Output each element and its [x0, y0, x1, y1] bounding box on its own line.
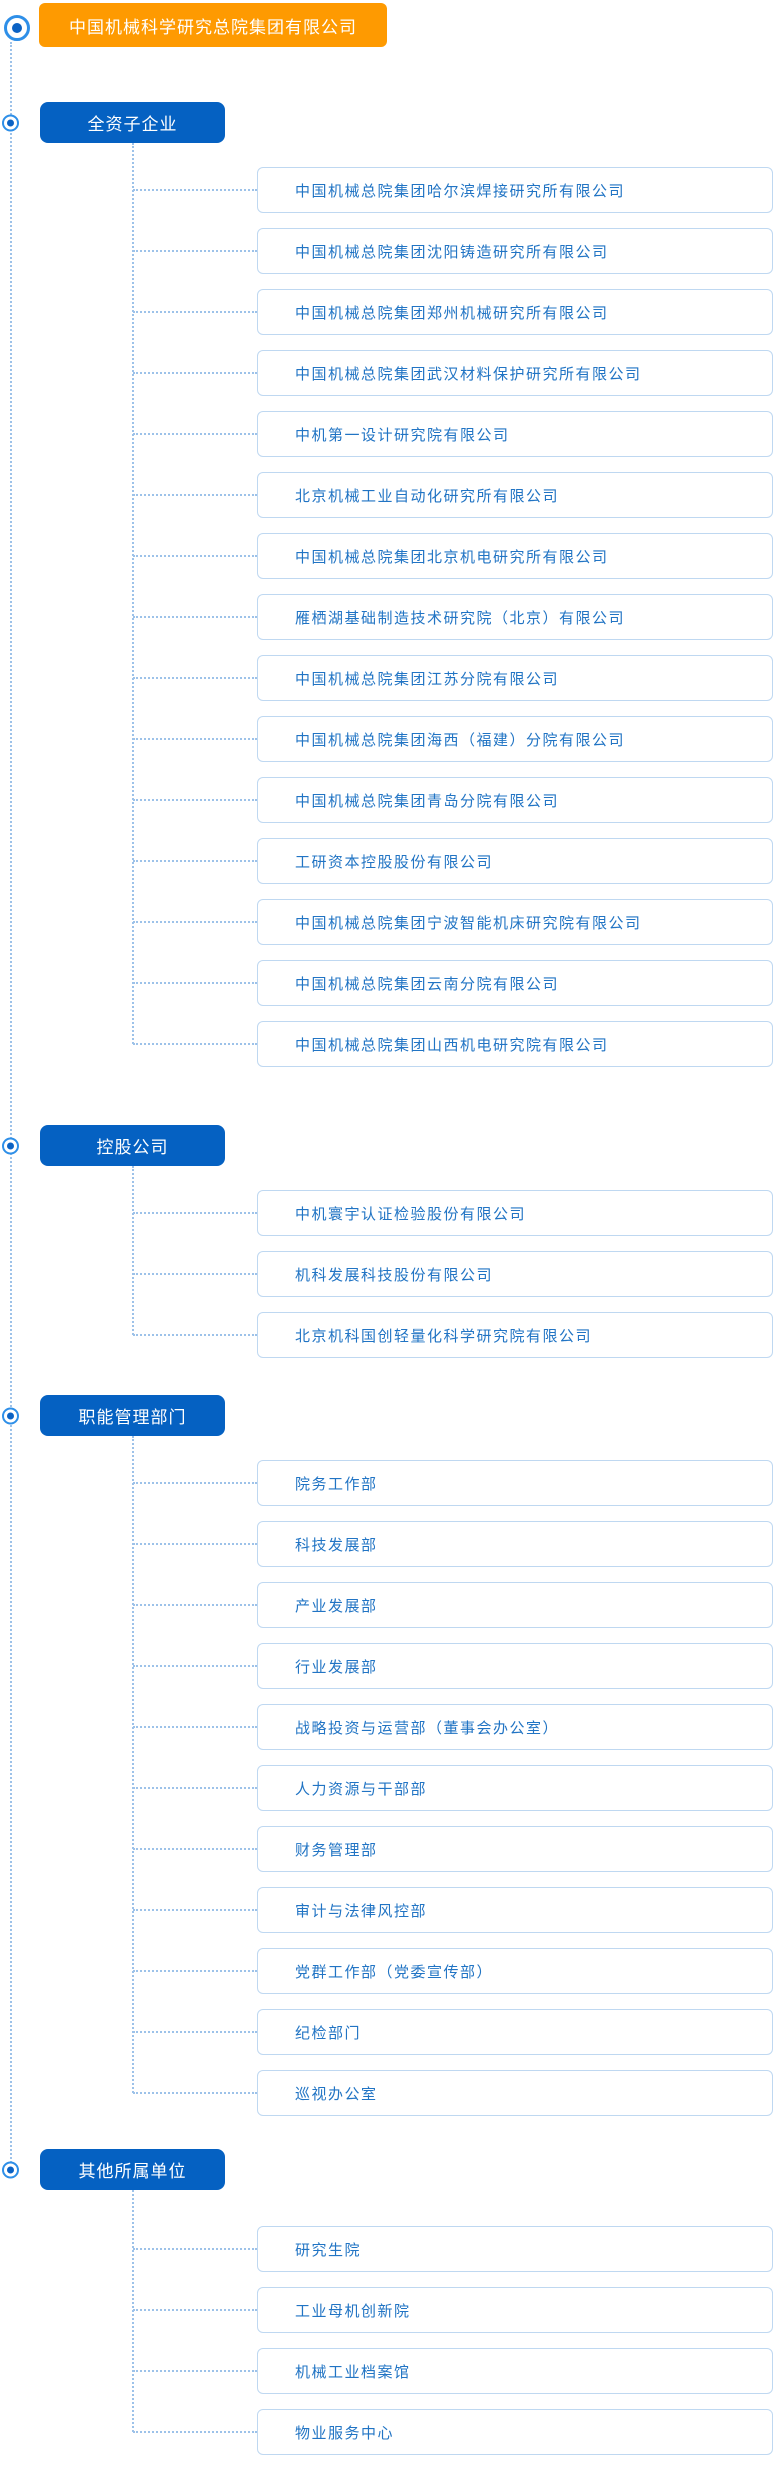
org-item-row: 巡视办公室 [133, 2070, 779, 2116]
radio-dot-inner [7, 2166, 14, 2173]
org-item-row: 中机第一设计研究院有限公司 [133, 411, 779, 457]
org-item-label: 党群工作部（党委宣传部） [257, 1948, 773, 1994]
org-item-label: 战略投资与运营部（董事会办公室） [257, 1704, 773, 1750]
section-header-row: 控股公司 [0, 1125, 779, 1166]
radio-dot-inner [7, 1142, 14, 1149]
org-item-label: 物业服务中心 [257, 2409, 773, 2455]
org-item-label: 北京机科国创轻量化科学研究院有限公司 [257, 1312, 773, 1358]
org-item-label: 中国机械总院集团山西机电研究院有限公司 [257, 1021, 773, 1067]
org-item-label: 雁栖湖基础制造技术研究院（北京）有限公司 [257, 594, 773, 640]
org-item-label: 北京机械工业自动化研究所有限公司 [257, 472, 773, 518]
org-item-row: 中国机械总院集团哈尔滨焊接研究所有限公司 [133, 167, 779, 213]
org-item-row: 审计与法律风控部 [133, 1887, 779, 1933]
org-item-label: 院务工作部 [257, 1460, 773, 1506]
org-item-label: 产业发展部 [257, 1582, 773, 1628]
radio-dot-inner [7, 1412, 14, 1419]
org-item-row: 中机寰宇认证检验股份有限公司 [133, 1190, 779, 1236]
radio-dot-icon [4, 15, 30, 41]
org-item-label: 中国机械总院集团郑州机械研究所有限公司 [257, 289, 773, 335]
org-item-row: 中国机械总院集团宁波智能机床研究院有限公司 [133, 899, 779, 945]
org-item-label: 行业发展部 [257, 1643, 773, 1689]
org-item-row: 财务管理部 [133, 1826, 779, 1872]
org-item-label: 中国机械总院集团哈尔滨焊接研究所有限公司 [257, 167, 773, 213]
org-item-label: 巡视办公室 [257, 2070, 773, 2116]
org-item-label: 中国机械总院集团武汉材料保护研究所有限公司 [257, 350, 773, 396]
org-item-row: 中国机械总院集团北京机电研究所有限公司 [133, 533, 779, 579]
org-item-row: 机械工业档案馆 [133, 2348, 779, 2394]
section-label: 控股公司 [40, 1125, 225, 1166]
org-item-label: 财务管理部 [257, 1826, 773, 1872]
org-item-row: 北京机科国创轻量化科学研究院有限公司 [133, 1312, 779, 1358]
org-item-label: 中国机械总院集团海西（福建）分院有限公司 [257, 716, 773, 762]
radio-dot-inner [12, 23, 22, 33]
org-section: 职能管理部门 院务工作部 科技发展部 产业发展部 行业发展部 战略投资与运营部（… [0, 1395, 779, 2116]
org-item-label: 人力资源与干部部 [257, 1765, 773, 1811]
org-item-label: 中国机械总院集团沈阳铸造研究所有限公司 [257, 228, 773, 274]
org-item-row: 中国机械总院集团沈阳铸造研究所有限公司 [133, 228, 779, 274]
radio-dot-icon [2, 1137, 19, 1154]
radio-dot-icon [2, 2161, 19, 2178]
org-item-label: 机科发展科技股份有限公司 [257, 1251, 773, 1297]
org-item-row: 战略投资与运营部（董事会办公室） [133, 1704, 779, 1750]
radio-dot-inner [7, 119, 14, 126]
section-header-row: 全资子企业 [0, 102, 779, 143]
org-item-row: 中国机械总院集团海西（福建）分院有限公司 [133, 716, 779, 762]
org-item-row: 纪检部门 [133, 2009, 779, 2055]
section-label: 全资子企业 [40, 102, 225, 143]
org-item-row: 中国机械总院集团武汉材料保护研究所有限公司 [133, 350, 779, 396]
radio-dot-icon [2, 114, 19, 131]
org-item-row: 产业发展部 [133, 1582, 779, 1628]
section-items: 中国机械总院集团哈尔滨焊接研究所有限公司 中国机械总院集团沈阳铸造研究所有限公司… [0, 143, 779, 1067]
section-items: 中机寰宇认证检验股份有限公司 机科发展科技股份有限公司 北京机科国创轻量化科学研… [0, 1166, 779, 1358]
org-item-row: 工业母机创新院 [133, 2287, 779, 2333]
section-header-row: 其他所属单位 [0, 2149, 779, 2190]
org-section: 其他所属单位 研究生院 工业母机创新院 机械工业档案馆 物业服务中心 [0, 2149, 779, 2455]
org-item-label: 审计与法律风控部 [257, 1887, 773, 1933]
radio-dot-icon [2, 1407, 19, 1424]
org-item-label: 工研资本控股股份有限公司 [257, 838, 773, 884]
left-spine-connector [10, 42, 12, 2170]
org-section: 控股公司 中机寰宇认证检验股份有限公司 机科发展科技股份有限公司 北京机科国创轻… [0, 1125, 779, 1358]
org-item-row: 行业发展部 [133, 1643, 779, 1689]
root-title: 中国机械科学研究总院集团有限公司 [39, 3, 387, 47]
section-items: 院务工作部 科技发展部 产业发展部 行业发展部 战略投资与运营部（董事会办公室）… [0, 1436, 779, 2116]
org-item-label: 中国机械总院集团北京机电研究所有限公司 [257, 533, 773, 579]
org-item-row: 机科发展科技股份有限公司 [133, 1251, 779, 1297]
org-item-label: 科技发展部 [257, 1521, 773, 1567]
org-item-label: 纪检部门 [257, 2009, 773, 2055]
org-item-row: 中国机械总院集团云南分院有限公司 [133, 960, 779, 1006]
org-item-label: 中国机械总院集团江苏分院有限公司 [257, 655, 773, 701]
org-item-row: 科技发展部 [133, 1521, 779, 1567]
org-item-row: 党群工作部（党委宣传部） [133, 1948, 779, 1994]
org-item-label: 中机寰宇认证检验股份有限公司 [257, 1190, 773, 1236]
sections-container: 全资子企业 中国机械总院集团哈尔滨焊接研究所有限公司 中国机械总院集团沈阳铸造研… [0, 102, 779, 2455]
org-item-row: 工研资本控股股份有限公司 [133, 838, 779, 884]
section-items: 研究生院 工业母机创新院 机械工业档案馆 物业服务中心 [0, 2190, 779, 2455]
section-label: 其他所属单位 [40, 2149, 225, 2190]
org-item-label: 中国机械总院集团青岛分院有限公司 [257, 777, 773, 823]
org-item-row: 研究生院 [133, 2226, 779, 2272]
org-item-label: 中机第一设计研究院有限公司 [257, 411, 773, 457]
org-item-label: 工业母机创新院 [257, 2287, 773, 2333]
org-item-row: 北京机械工业自动化研究所有限公司 [133, 472, 779, 518]
org-item-row: 人力资源与干部部 [133, 1765, 779, 1811]
org-item-row: 雁栖湖基础制造技术研究院（北京）有限公司 [133, 594, 779, 640]
section-label: 职能管理部门 [40, 1395, 225, 1436]
org-section: 全资子企业 中国机械总院集团哈尔滨焊接研究所有限公司 中国机械总院集团沈阳铸造研… [0, 102, 779, 1067]
org-item-row: 中国机械总院集团青岛分院有限公司 [133, 777, 779, 823]
org-item-label: 中国机械总院集团宁波智能机床研究院有限公司 [257, 899, 773, 945]
org-item-label: 机械工业档案馆 [257, 2348, 773, 2394]
root-node: 中国机械科学研究总院集团有限公司 [0, 0, 779, 47]
org-item-row: 中国机械总院集团郑州机械研究所有限公司 [133, 289, 779, 335]
org-item-row: 中国机械总院集团山西机电研究院有限公司 [133, 1021, 779, 1067]
section-header-row: 职能管理部门 [0, 1395, 779, 1436]
org-item-row: 院务工作部 [133, 1460, 779, 1506]
org-item-row: 中国机械总院集团江苏分院有限公司 [133, 655, 779, 701]
org-item-label: 研究生院 [257, 2226, 773, 2272]
org-item-row: 物业服务中心 [133, 2409, 779, 2455]
org-item-label: 中国机械总院集团云南分院有限公司 [257, 960, 773, 1006]
